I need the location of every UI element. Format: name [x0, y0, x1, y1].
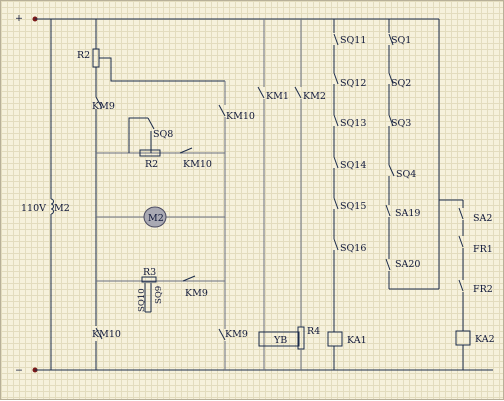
r4-label: R4	[307, 326, 320, 337]
contact-km9-a	[95, 96, 103, 109]
switch-sq16	[333, 238, 339, 251]
switch-sq1	[388, 33, 394, 46]
sq14-label: SQ14	[340, 160, 366, 171]
km10-a-label: KM10	[92, 329, 121, 340]
r3-label: R3	[143, 267, 156, 278]
control-column	[92, 19, 225, 370]
sq4-label: SQ4	[396, 169, 416, 180]
sq8-label: SQ8	[153, 129, 173, 140]
resistor-r2-mid	[139, 149, 161, 157]
contact-fr2	[458, 279, 464, 292]
contact-km9-b	[182, 275, 196, 282]
switch-sq13	[333, 114, 339, 127]
column-224	[218, 81, 226, 370]
yb-branch	[257, 19, 305, 370]
coil-ka1	[327, 331, 343, 347]
motor-branch	[96, 206, 225, 228]
motor-label: M2	[148, 213, 164, 224]
fr2-label: FR2	[473, 284, 493, 295]
switch-sa20	[385, 258, 391, 271]
switch-sa19	[385, 204, 391, 217]
resistor-r3	[141, 276, 157, 283]
coil-ka2	[455, 330, 471, 346]
r2-mid-label: R2	[145, 159, 158, 170]
contact-km10-a	[95, 327, 103, 340]
switch-sq4	[388, 164, 395, 177]
coil-yb	[258, 331, 300, 347]
brake-bus	[96, 117, 225, 157]
sq3-label: SQ3	[391, 118, 411, 129]
switch-sq8	[147, 117, 155, 130]
source-branch	[50, 19, 54, 370]
source-voltage-label: 110V	[21, 203, 46, 214]
sq10-label: SQ10	[137, 288, 147, 312]
contact-km2	[294, 86, 302, 99]
ka2-branch	[455, 200, 471, 370]
switch-sq12	[333, 72, 339, 85]
fr1-label: FR1	[473, 244, 493, 255]
switch-sq14	[333, 156, 339, 169]
km10-c-label: KM10	[226, 111, 255, 122]
switch-sq11	[333, 33, 339, 46]
negative-terminal-label: −	[15, 365, 23, 376]
contact-fr1	[458, 235, 464, 248]
km9-c-label: KM9	[225, 329, 248, 340]
switch-sq2	[388, 72, 394, 85]
sq1-label: SQ1	[391, 35, 411, 46]
switch-sq3	[388, 114, 394, 127]
positive-rail	[32, 16, 439, 22]
sq11-label: SQ11	[340, 35, 366, 46]
source-name-label: M2	[54, 203, 70, 214]
sa19-label: SA19	[395, 208, 420, 219]
sq9-label: SQ9	[154, 286, 164, 304]
motor-m2-icon	[143, 206, 167, 228]
sq16-label: SQ16	[340, 243, 366, 254]
km1-label: KM1	[266, 91, 289, 102]
positive-terminal-label: +	[15, 13, 23, 24]
contact-km10-c	[218, 104, 226, 117]
contact-km9-c	[218, 328, 226, 341]
negative-rail	[32, 367, 493, 373]
yb-label: YB	[273, 335, 287, 346]
ka1-label: KA1	[347, 335, 367, 346]
contact-km10-b	[179, 147, 193, 154]
km9-a-label: KM9	[92, 101, 115, 112]
contact-km1	[257, 86, 265, 99]
sq2-label: SQ2	[391, 78, 411, 89]
switch-sq15	[333, 197, 339, 210]
r2-top-label: R2	[77, 50, 90, 61]
sa2-label: SA2	[473, 213, 492, 224]
sa20-label: SA20	[395, 259, 420, 270]
sq13-label: SQ13	[340, 118, 366, 129]
sq15-label: SQ15	[340, 201, 366, 212]
ka2-label: KA2	[475, 334, 495, 345]
km9-b-label: KM9	[185, 288, 208, 299]
resistor-r2-top	[92, 48, 100, 68]
ka1-branch	[327, 19, 343, 370]
km10-b-label: KM10	[183, 159, 212, 170]
switch-sa2	[458, 207, 464, 220]
km2-label: KM2	[303, 91, 326, 102]
r3-bus	[96, 275, 225, 313]
sq12-label: SQ12	[340, 78, 366, 89]
sq-chain-branch	[385, 19, 463, 290]
